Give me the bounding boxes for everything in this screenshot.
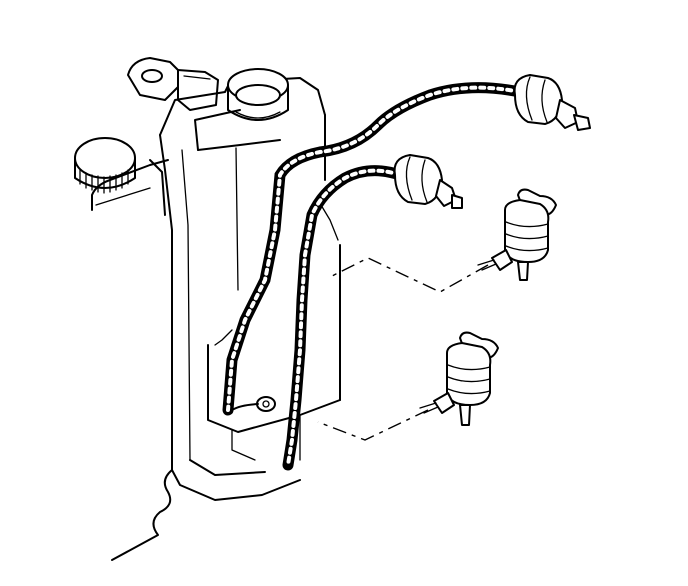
adjacent-reservoir-cap-icon xyxy=(74,137,136,194)
washer-pump-upper-icon xyxy=(477,188,557,281)
connector-upper-icon xyxy=(513,74,591,131)
reservoir-filler-cap-icon xyxy=(227,68,289,121)
leader-line-lower xyxy=(317,409,429,441)
washer-pump-lower-icon xyxy=(419,331,499,426)
leader-line-upper xyxy=(327,257,489,293)
wiring-harness-upper-icon xyxy=(222,82,526,416)
harness-clip-icon xyxy=(231,396,276,412)
reservoir-tank-icon xyxy=(111,57,341,561)
connector-lower-icon xyxy=(393,154,463,209)
wiring-harness-lower-icon xyxy=(282,165,406,471)
